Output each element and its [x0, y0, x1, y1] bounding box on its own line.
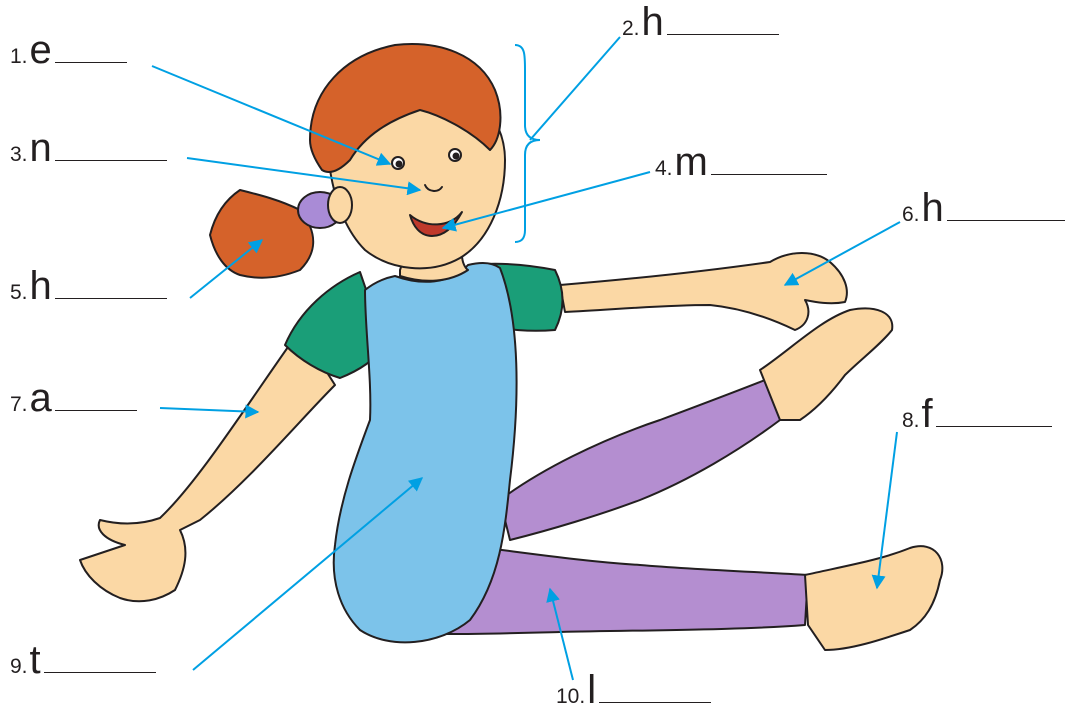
pointer-5: [190, 240, 262, 298]
answer-blank-8[interactable]: [936, 425, 1052, 427]
pointer-2: [530, 37, 620, 140]
answer-blank-4[interactable]: [711, 173, 827, 175]
label-6-hand: 6. h: [902, 188, 1065, 228]
label-1-eye: 1. e: [10, 30, 127, 70]
label-9-tummy: 9. t: [10, 640, 156, 680]
pointer-4: [443, 172, 650, 228]
answer-blank-10[interactable]: [599, 701, 711, 703]
label-8-foot: 8. f: [902, 394, 1052, 434]
answer-blank-1[interactable]: [55, 61, 127, 63]
answer-blank-7[interactable]: [55, 409, 137, 411]
pointer-6: [785, 222, 900, 285]
label-3-nose: 3. n: [10, 128, 167, 168]
answer-blank-9[interactable]: [44, 671, 156, 673]
answer-blank-5[interactable]: [55, 297, 167, 299]
pointer-7: [160, 408, 258, 412]
pointer-1: [152, 66, 390, 164]
pointer-8: [877, 432, 897, 588]
answer-blank-6[interactable]: [947, 219, 1065, 221]
label-4-mouth: 4. m: [655, 142, 827, 182]
label-10-leg: 10. l: [556, 670, 711, 710]
pointer-9: [193, 478, 422, 670]
answer-blank-2[interactable]: [667, 33, 779, 35]
label-5-hair: 5. h: [10, 266, 167, 306]
pointer-10: [550, 589, 573, 680]
label-7-arm: 7. a: [10, 378, 137, 418]
answer-blank-3[interactable]: [55, 159, 167, 161]
label-2-head: 2. h: [622, 2, 779, 42]
